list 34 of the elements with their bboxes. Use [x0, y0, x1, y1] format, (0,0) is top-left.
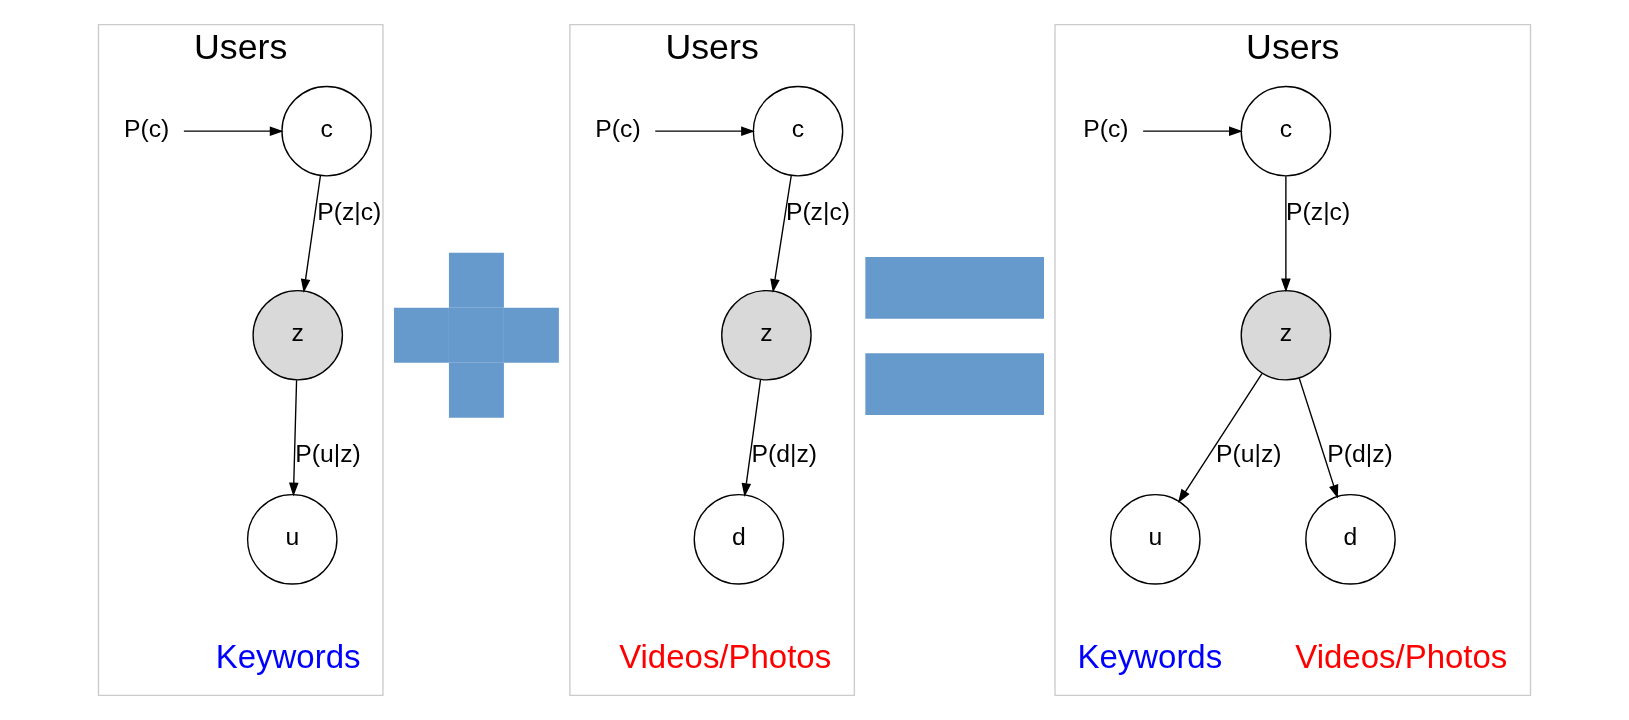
node-circle: c — [1240, 85, 1332, 177]
node-circle: u — [1109, 494, 1201, 585]
node-label: Videos/Photos — [619, 638, 832, 676]
edge-label: P(d|z) — [751, 440, 818, 468]
edge-label: P(z|c) — [317, 198, 382, 226]
node-text: P(c) — [1083, 115, 1129, 143]
arrow — [300, 175, 322, 293]
edge-label: P(u|z) — [1216, 440, 1282, 468]
arrow — [1298, 377, 1339, 499]
node-text: P(c) — [123, 115, 170, 143]
node-circle: z — [252, 289, 344, 381]
edge-label: P(z|c) — [1286, 198, 1351, 226]
arrow — [1177, 372, 1263, 503]
arrow — [1142, 126, 1243, 136]
arrow — [288, 379, 299, 497]
arrow — [741, 379, 762, 497]
edge-label: P(z|c) — [785, 198, 850, 226]
node-circle: d — [693, 494, 785, 585]
edge-label: P(d|z) — [1327, 440, 1393, 468]
arrow — [654, 126, 755, 136]
node-circle: z — [721, 289, 812, 381]
node-circle: u — [246, 494, 338, 585]
arrow — [183, 126, 284, 136]
node-circle: c — [281, 85, 372, 177]
arrow — [770, 175, 792, 293]
edge-label: P(u|z) — [295, 440, 361, 468]
node-label: Videos/Photos — [1295, 638, 1508, 676]
node-circle: z — [1240, 289, 1332, 381]
arrow — [1281, 175, 1291, 293]
node-text: P(c) — [595, 115, 641, 143]
node-circle: d — [1305, 494, 1396, 585]
node-label: Keywords — [215, 638, 361, 676]
node-label: Keywords — [1077, 638, 1223, 676]
node-circle: c — [752, 85, 844, 177]
